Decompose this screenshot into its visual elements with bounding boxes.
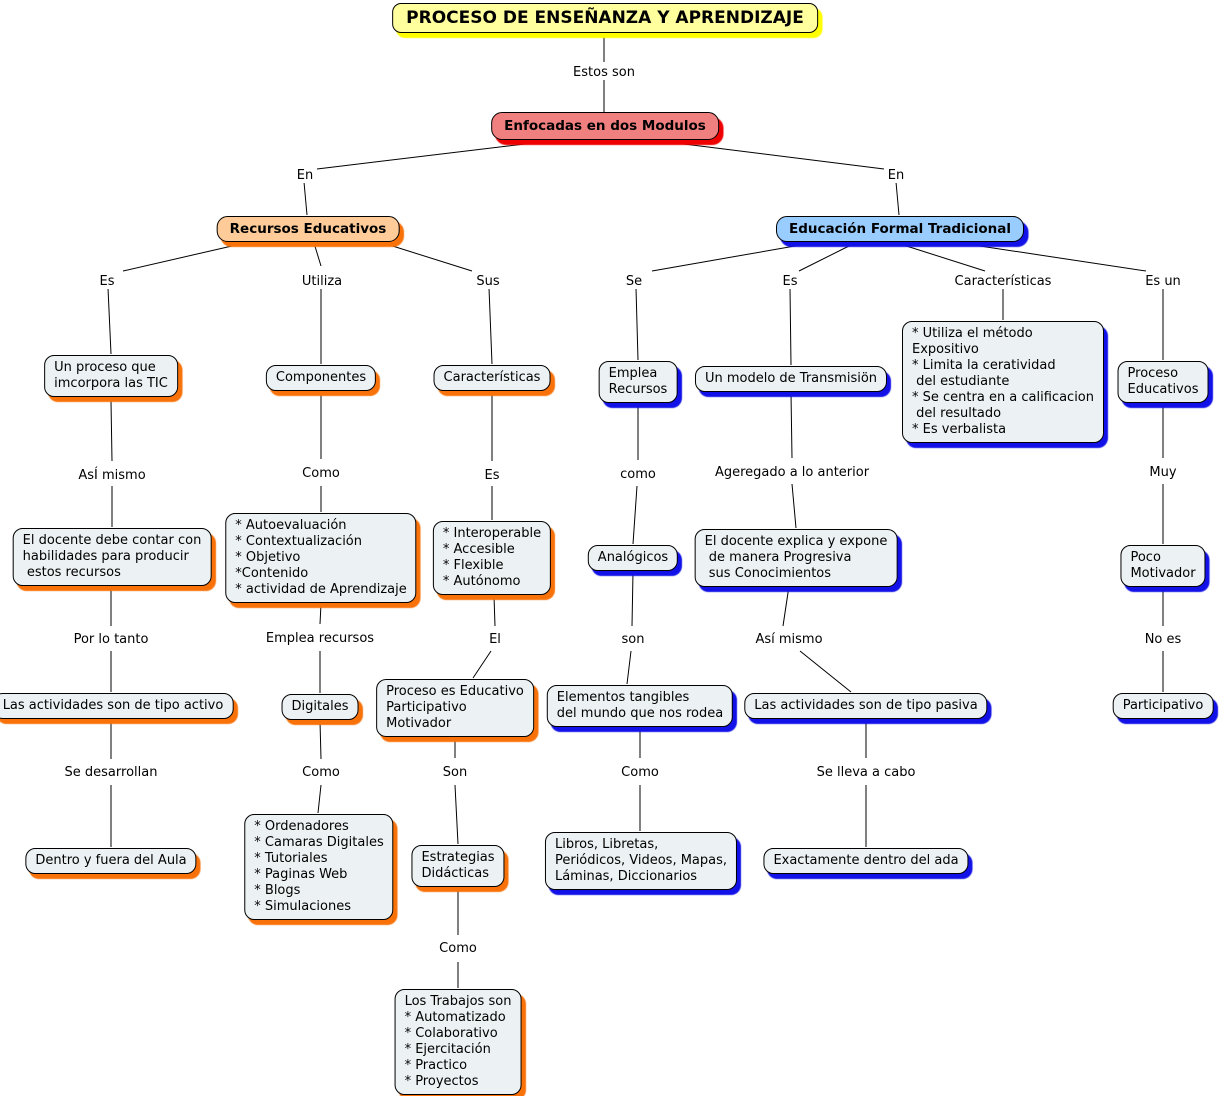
edge-label-es-modelo[interactable]: Es (780, 274, 800, 289)
node-poco-motivador[interactable]: Poco Motivador (1120, 545, 1206, 587)
node-recursos-educativos[interactable]: Recursos Educativos (216, 216, 400, 242)
node-caracteristicas[interactable]: Características (433, 365, 551, 391)
edge-label-por-lo-tanto[interactable]: Por lo tanto (71, 632, 151, 647)
edge-label-no-es[interactable]: No es (1142, 632, 1184, 647)
node-caracteristicas-lista[interactable]: * Interoperable * Accesible * Flexible *… (432, 521, 552, 595)
edge-label-muy[interactable]: Muy (1147, 465, 1179, 480)
edge-label-como-digitales[interactable]: Como (300, 765, 342, 780)
edge-label-como-libros[interactable]: Como (619, 765, 661, 780)
node-metodo-expositivo-lista[interactable]: * Utiliza el método Expositivo * Limita … (902, 321, 1104, 443)
edge-label-como-trabajos[interactable]: Como (437, 941, 479, 956)
node-estrategias-didacticas[interactable]: Estrategias Didácticas (411, 845, 505, 887)
edge-label-en-left[interactable]: En (294, 168, 316, 183)
node-actividades-tipo-pasiva[interactable]: Las actividades son de tipo pasiva (744, 693, 988, 719)
edge-label-como-componentes[interactable]: Como (300, 466, 342, 481)
node-trabajos-lista[interactable]: Los Trabajos son * Automatizado * Colabo… (394, 989, 522, 1095)
edge-label-sus[interactable]: Sus (474, 274, 502, 289)
node-digitales-lista[interactable]: * Ordenadores * Camaras Digitales * Tuto… (244, 814, 394, 920)
edge-label-son-estrategias[interactable]: Son (440, 765, 470, 780)
node-modelo-transmision[interactable]: Un modelo de Transmisiön (694, 366, 888, 392)
connector-lines-path (107, 35, 1164, 988)
node-dentro-fuera-aula[interactable]: Dentro y fuera del Aula (25, 848, 197, 874)
edge-label-estos-son[interactable]: Estos son (571, 65, 637, 80)
node-docente-habilidades[interactable]: El docente debe contar con habilidades p… (12, 528, 212, 586)
edge-label-utiliza[interactable]: Utiliza (299, 274, 345, 289)
edge-label-se-lleva-a-cabo[interactable]: Se lleva a cabo (814, 765, 918, 780)
node-proceso-educativos[interactable]: Proceso Educativos (1117, 361, 1209, 403)
edge-label-ageregado[interactable]: Ageregado a lo anterior (712, 465, 872, 480)
edge-label-caracteristicas[interactable]: Características (952, 274, 1054, 289)
edge-label-asi-mismo-right[interactable]: Así mismo (753, 632, 825, 647)
node-componentes[interactable]: Componentes (265, 365, 377, 391)
node-docente-explica[interactable]: El docente explica y expone de manera Pr… (694, 529, 898, 587)
node-digitales[interactable]: Digitales (281, 694, 359, 720)
node-participativo[interactable]: Participativo (1112, 693, 1214, 719)
node-libros-libretas[interactable]: Libros, Libretas, Periódicos, Videos, Ma… (544, 832, 738, 890)
edge-label-en-right[interactable]: En (885, 168, 907, 183)
node-enfocadas-dos-modulos[interactable]: Enfocadas en dos Modulos (491, 112, 719, 140)
node-elementos-tangibles[interactable]: Elementos tangibles del mundo que nos ro… (546, 685, 734, 727)
node-proceso-ensenanza-title[interactable]: PROCESO DE ENSEÑANZA Y APRENDIZAJE (392, 3, 818, 33)
node-proceso-que-incorpora-tic[interactable]: Un proceso que imcorpora las TIC (44, 355, 178, 397)
edge-label-es-un[interactable]: Es un (1143, 274, 1183, 289)
node-actividades-tipo-activo[interactable]: Las actividades son de tipo activo (0, 693, 234, 719)
node-proceso-educativo-participativo[interactable]: Proceso es Educativo Participativo Motiv… (376, 679, 534, 737)
edge-label-es-left[interactable]: Es (97, 274, 117, 289)
node-emplea-recursos[interactable]: Emplea Recursos (598, 361, 678, 403)
node-educacion-formal-tradicional[interactable]: Educación Formal Tradicional (776, 216, 1024, 242)
node-componentes-lista[interactable]: * Autoevaluación * Contextualización * O… (225, 513, 417, 603)
edge-label-se-desarrollan[interactable]: Se desarrollan (62, 765, 160, 780)
node-exactamente-dentro[interactable]: Exactamente dentro del ada (763, 848, 969, 874)
edge-label-se[interactable]: Se (623, 274, 645, 289)
edge-label-el[interactable]: El (487, 632, 503, 647)
edge-label-es-caracteristicas[interactable]: Es (482, 468, 502, 483)
edge-label-asi-mismo-left[interactable]: AsÍ mismo (76, 468, 148, 483)
edge-label-son-elementos[interactable]: son (619, 632, 647, 647)
edge-label-emplea-recursos[interactable]: Emplea recursos (263, 631, 377, 646)
node-analogicos[interactable]: Analógicos (587, 545, 679, 571)
edge-label-como-analogicos[interactable]: como (618, 467, 658, 482)
